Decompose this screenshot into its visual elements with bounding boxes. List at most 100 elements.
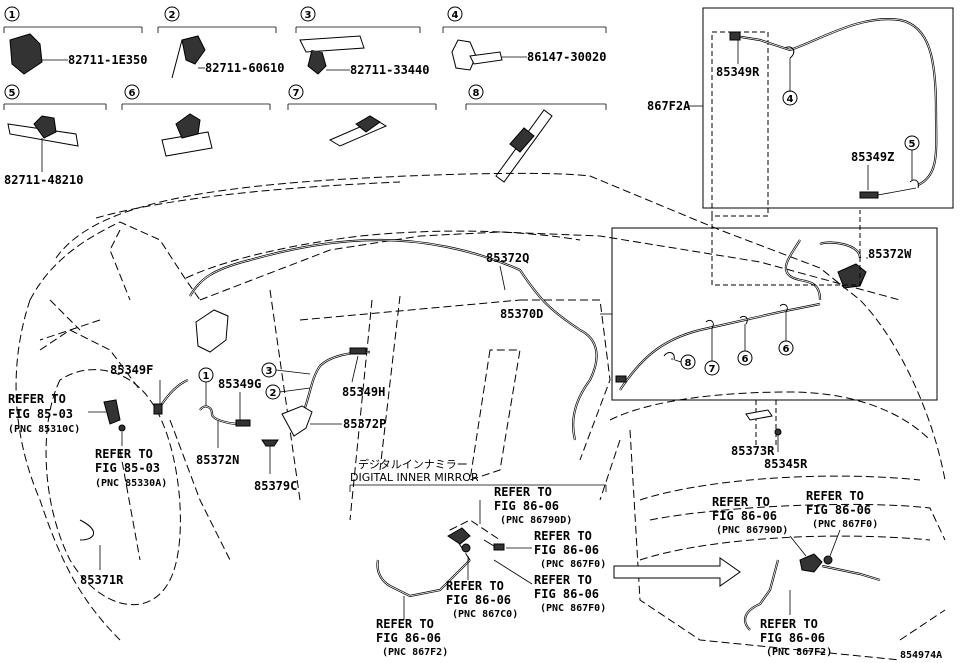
- legend-code-1: 82711-1E350: [68, 53, 147, 67]
- svg-text:REFER TO: REFER TO: [534, 573, 592, 587]
- legend-item-5: 5 82711-48210: [3, 84, 107, 187]
- legend-code-5: 82711-48210: [4, 173, 83, 187]
- svg-text:FIG 86-06: FIG 86-06: [534, 587, 599, 601]
- legend-item-1: 1 82711-1E350: [3, 6, 147, 75]
- svg-text:2: 2: [270, 388, 277, 399]
- callout-85373R: 85373R: [731, 444, 775, 458]
- svg-text:FIG 86-06: FIG 86-06: [494, 499, 559, 513]
- svg-text:REFER TO: REFER TO: [494, 485, 552, 499]
- svg-text:8: 8: [473, 88, 480, 99]
- svg-text:(PNC 86790D): (PNC 86790D): [500, 515, 572, 526]
- legend-code-4: 86147-30020: [527, 50, 606, 64]
- vehicle-body-outline: [15, 172, 946, 661]
- callout-85349F: 85349F: [110, 363, 153, 377]
- clip-part-4-icon: [451, 39, 477, 71]
- callout-85349G: 85349G: [218, 377, 261, 391]
- svg-text:REFER TO: REFER TO: [534, 529, 592, 543]
- callout-85372N: 85372N: [196, 453, 239, 467]
- clip-part-2-icon: [181, 35, 206, 65]
- svg-text:1: 1: [9, 10, 16, 21]
- rear-camera-cable-box: 4 5 85349R 85349Z: [702, 7, 954, 217]
- svg-text:6: 6: [783, 344, 790, 355]
- arrow-right-icon: [613, 557, 741, 587]
- ref-867C0: REFER TO FIG 86-06 (PNC 867C0): [446, 579, 518, 620]
- svg-text:(PNC 86790D): (PNC 86790D): [716, 525, 788, 536]
- svg-text:5: 5: [9, 88, 16, 99]
- svg-text:FIG 86-06: FIG 86-06: [534, 543, 599, 557]
- svg-text:REFER TO: REFER TO: [95, 447, 153, 461]
- back-door-harness-box: 85372W 85370D 8 7 6 6: [500, 227, 938, 401]
- svg-text:(PNC 867F2): (PNC 867F2): [382, 647, 448, 658]
- svg-text:REFER TO: REFER TO: [446, 579, 504, 593]
- svg-text:(PNC 85330A): (PNC 85330A): [95, 478, 167, 489]
- legend-item-3: 3 82711-33440: [295, 6, 429, 77]
- mirror-box-title-en: DIGITAL INNER MIRROR: [350, 471, 479, 484]
- svg-text:7: 7: [709, 364, 716, 375]
- ref-86790D-a: REFER TO FIG 86-06 (PNC 86790D): [494, 485, 572, 526]
- svg-text:REFER TO: REFER TO: [712, 495, 770, 509]
- roof-harness-85372Q: 85372Q: [189, 238, 598, 441]
- svg-text:2: 2: [169, 10, 176, 21]
- svg-text:4: 4: [787, 94, 794, 105]
- callout-85349H: 85349H: [342, 385, 385, 399]
- ref-fig-85-03-b: REFER TO FIG 85-03 (PNC 85330A): [95, 432, 167, 489]
- legend-code-2: 82711-60610: [205, 61, 284, 75]
- svg-text:REFER TO: REFER TO: [806, 489, 864, 503]
- callout-85349Z: 85349Z: [851, 150, 894, 164]
- callout-85372P: 85372P: [343, 417, 386, 431]
- ref-86790D-b: REFER TO FIG 86-06 (PNC 86790D): [712, 495, 788, 536]
- ref-867F0-a: REFER TO FIG 86-06 (PNC 867F0): [534, 529, 606, 570]
- svg-text:FIG 86-06: FIG 86-06: [376, 631, 441, 645]
- clip-part-1-icon: [9, 33, 43, 75]
- rear-camera-icon: [837, 263, 867, 289]
- ref-fig-85-03-a: REFER TO FIG 85-03 (PNC 85310C): [8, 392, 106, 435]
- digital-inner-mirror-box: デジタルインナミラー DIGITAL INNER MIRROR: [349, 457, 607, 620]
- back-door-connector-detail: [743, 529, 881, 631]
- callout-85370D: 85370D: [500, 307, 543, 321]
- callout-85349R: 85349R: [716, 65, 760, 79]
- svg-text:4: 4: [452, 10, 459, 21]
- svg-text:3: 3: [305, 10, 312, 21]
- svg-text:(PNC 867F0): (PNC 867F0): [540, 603, 606, 614]
- svg-text:1: 1: [203, 371, 210, 382]
- svg-text:REFER TO: REFER TO: [376, 617, 434, 631]
- legend-item-8: 8: [465, 84, 607, 183]
- svg-text:REFER TO: REFER TO: [760, 617, 818, 631]
- ref-867F0-b: REFER TO FIG 86-06 (PNC 867F0): [534, 573, 606, 614]
- legend-item-4: 4 86147-30020: [442, 6, 606, 71]
- svg-text:FIG 85-03: FIG 85-03: [8, 407, 73, 421]
- svg-text:(PNC 867F0): (PNC 867F0): [540, 559, 606, 570]
- svg-text:6: 6: [742, 354, 749, 365]
- svg-text:FIG 85-03: FIG 85-03: [95, 461, 160, 475]
- svg-text:FIG 86-06: FIG 86-06: [712, 509, 777, 523]
- svg-text:(PNC 867C0): (PNC 867C0): [452, 609, 518, 620]
- diagram-code: 854974A: [900, 650, 942, 661]
- svg-text:3: 3: [266, 366, 273, 377]
- svg-text:FIG 86-06: FIG 86-06: [806, 503, 871, 517]
- ref-867F2-a: REFER TO FIG 86-06 (PNC 867F2): [376, 617, 448, 658]
- callout-85371R: 85371R: [80, 573, 124, 587]
- legend-item-6: 6: [121, 84, 271, 157]
- ref-867F2-b: REFER TO FIG 86-06 (PNC 867F2): [760, 617, 832, 658]
- legend-code-3: 82711-33440: [350, 63, 429, 77]
- clip-part-3-icon: [299, 35, 365, 53]
- svg-text:7: 7: [293, 88, 300, 99]
- svg-text:FIG 86-06: FIG 86-06: [446, 593, 511, 607]
- svg-text:(PNC 867F2): (PNC 867F2): [766, 647, 832, 658]
- callout-867F2A: 867F2A: [647, 99, 691, 113]
- callout-85372Q: 85372Q: [486, 251, 529, 265]
- callout-85372W: 85372W: [868, 247, 912, 261]
- callout-85379C: 85379C: [254, 479, 297, 493]
- grommet-area: 85373R 85345R: [731, 409, 808, 471]
- svg-text:8: 8: [685, 358, 692, 369]
- legend-item-7: 7: [287, 84, 437, 147]
- callout-85345R: 85345R: [764, 457, 808, 471]
- mirror-box-title-jp: デジタルインナミラー: [358, 457, 468, 471]
- legend-item-2: 2 82711-60610: [157, 6, 284, 79]
- svg-text:REFER TO: REFER TO: [8, 392, 66, 406]
- svg-text:5: 5: [909, 139, 916, 150]
- svg-text:(PNC 85310C): (PNC 85310C): [8, 424, 80, 435]
- ref-867F0-c: REFER TO FIG 86-06 (PNC 867F0): [806, 489, 878, 530]
- svg-text:(PNC 867F0): (PNC 867F0): [812, 519, 878, 530]
